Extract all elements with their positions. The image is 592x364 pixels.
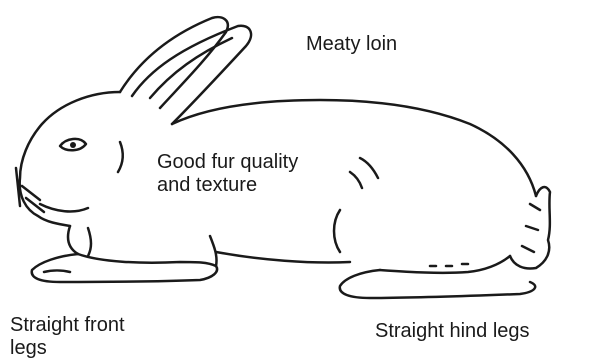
rabbit-cheek-mark xyxy=(118,142,123,172)
label-fur-line1: Good fur quality xyxy=(157,151,298,174)
rabbit-tail-fur xyxy=(522,204,540,252)
rabbit-belly xyxy=(216,252,350,263)
label-front-line1: Straight front xyxy=(10,314,125,337)
label-straight-hind-legs: Straight hind legs xyxy=(375,320,530,343)
rabbit-hind-quarter xyxy=(380,256,510,273)
label-straight-front-legs: Straight front legs xyxy=(10,314,125,360)
label-front-line2: legs xyxy=(10,337,125,360)
rabbit-fur-mark-1 xyxy=(360,158,378,178)
rabbit-pupil xyxy=(70,142,76,148)
rabbit-fur-mark-2 xyxy=(350,172,362,188)
rabbit-front-foot-fold xyxy=(44,271,70,273)
label-meaty-loin: Meaty loin xyxy=(306,33,397,56)
rabbit-chest xyxy=(68,226,78,254)
rabbit-haunch-mark xyxy=(334,210,340,252)
label-fur-quality: Good fur quality and texture xyxy=(157,151,298,197)
rabbit-ear-back xyxy=(120,17,228,108)
rabbit-hind-foot-dashes xyxy=(430,264,468,266)
rabbit-hind-foot xyxy=(340,270,535,298)
rabbit-front-leg xyxy=(78,254,216,266)
rabbit-fold xyxy=(210,236,217,266)
label-fur-line2: and texture xyxy=(157,174,298,197)
rabbit-front-foot xyxy=(32,254,217,282)
rabbit-front-leg-mark xyxy=(88,228,91,256)
rabbit-chin xyxy=(40,204,88,211)
